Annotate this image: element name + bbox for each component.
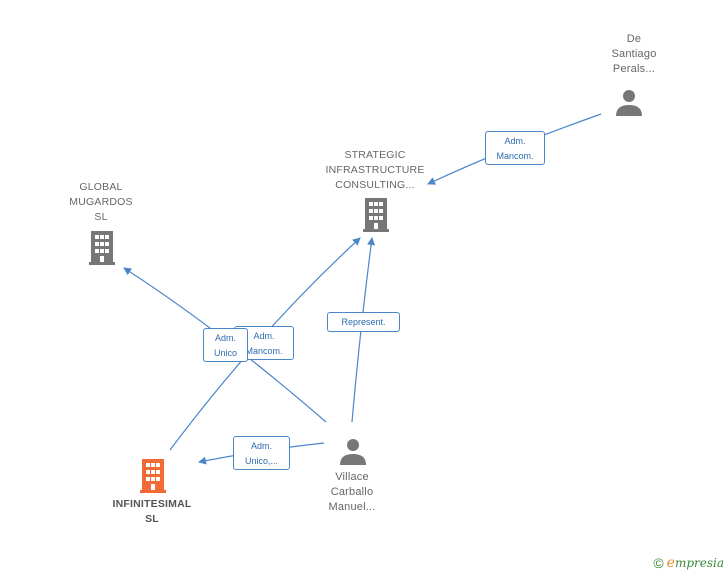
role-box-adm-unico-mid: Adm. Unico: [203, 328, 248, 362]
brand-logo: empresia: [666, 555, 724, 571]
person-icon-villace[interactable]: [340, 439, 366, 465]
building-icon-global-mugardos[interactable]: [89, 231, 115, 265]
copyright-icon: ©: [653, 555, 664, 571]
person-icon-de-santiago[interactable]: [616, 90, 642, 116]
node-label-global-mugardos[interactable]: GLOBAL MUGARDOS SL: [69, 181, 133, 223]
role-box-represent: Represent.: [327, 312, 400, 332]
node-label-infinitesimal[interactable]: INFINITESIMAL SL: [112, 498, 192, 525]
node-label-strategic[interactable]: STRATEGIC INFRASTRUCTURE CONSULTING...: [325, 149, 425, 191]
role-box-adm-unico-bottom: Adm. Unico,...: [233, 436, 290, 470]
node-label-de-santiago[interactable]: De Santiago Perals...: [611, 33, 657, 75]
node-label-villace[interactable]: Villace Carballo Manuel...: [328, 471, 376, 513]
building-icon-infinitesimal[interactable]: [140, 459, 166, 493]
brand-footer: © empresia: [653, 555, 724, 571]
building-icon-strategic[interactable]: [363, 198, 389, 232]
role-box-adm-mancom-top: Adm. Mancom.: [485, 131, 545, 165]
